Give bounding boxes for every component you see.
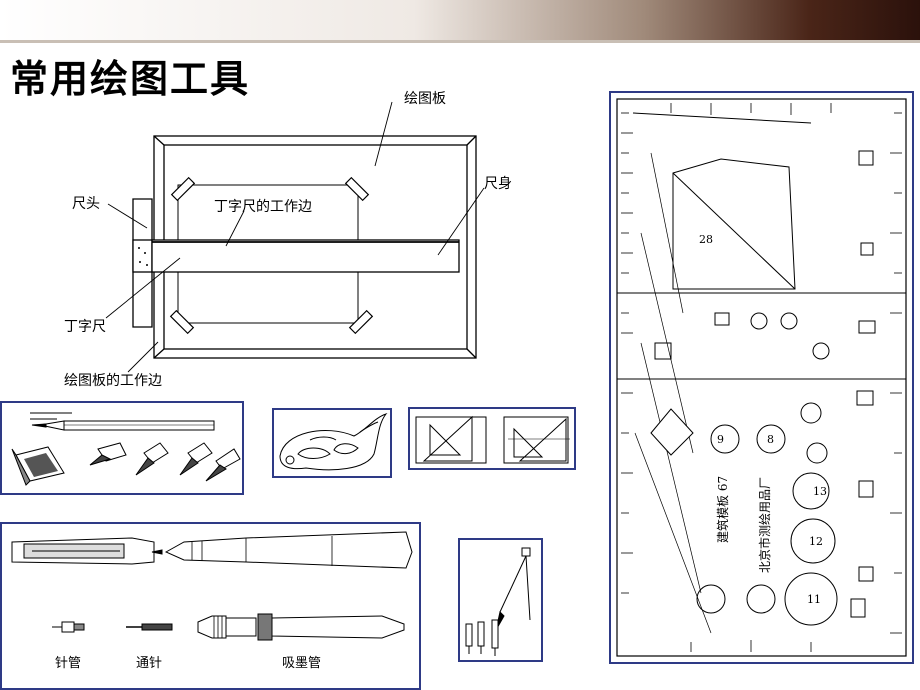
needle-tube — [52, 621, 85, 633]
set-squares-panel — [408, 407, 576, 470]
pencil-long — [63, 420, 215, 431]
label-cleaning-needle: 通针 — [136, 656, 163, 671]
svg-text:11: 11 — [807, 593, 821, 606]
ruler-ticks — [621, 103, 902, 652]
label-ruler-body: 尺身 — [484, 176, 512, 192]
header-rule — [0, 40, 920, 43]
svg-text:13: 13 — [813, 485, 827, 498]
ink-absorber — [197, 613, 405, 641]
drawing-board-diagram — [105, 101, 485, 373]
french-curve-panel — [272, 408, 392, 478]
french-curve — [279, 412, 388, 471]
paper-tape — [169, 176, 374, 335]
pencil-tips — [89, 442, 241, 482]
template-name: 建筑模板 67 — [715, 476, 730, 543]
svg-text:12: 12 — [809, 535, 823, 548]
label-t-square-working-edge: 丁字尺的工作边 — [214, 199, 312, 215]
t-square-head-grip — [132, 239, 153, 273]
t-square-blade — [151, 239, 460, 273]
label-board-working-edge: 绘图板的工作边 — [64, 373, 162, 389]
svg-text:28: 28 — [699, 233, 713, 246]
svg-text:8: 8 — [767, 433, 774, 446]
template-manufacturer: 北京市测绘用品厂 — [757, 477, 772, 573]
technical-pens-panel — [0, 522, 421, 690]
label-drawing-board: 绘图板 — [404, 91, 446, 107]
slide-title: 常用绘图工具 — [10, 57, 251, 101]
cleaning-needle — [126, 623, 173, 631]
label-needle-tube: 针管 — [55, 656, 82, 671]
label-ruler-head: 尺头 — [72, 196, 100, 212]
header-band — [0, 0, 920, 40]
svg-text:9: 9 — [717, 433, 724, 446]
pencils-panel — [0, 401, 244, 495]
triangle-cutout — [672, 158, 796, 290]
architectural-template-panel: 28 13 12 11 9 8 建筑模板 67 北京市测绘用品厂 — [609, 91, 914, 664]
label-t-square: 丁字尺 — [64, 319, 106, 335]
compass-panel — [458, 538, 543, 662]
label-ink-absorber: 吸墨管 — [282, 656, 322, 671]
pen-body — [164, 531, 413, 569]
